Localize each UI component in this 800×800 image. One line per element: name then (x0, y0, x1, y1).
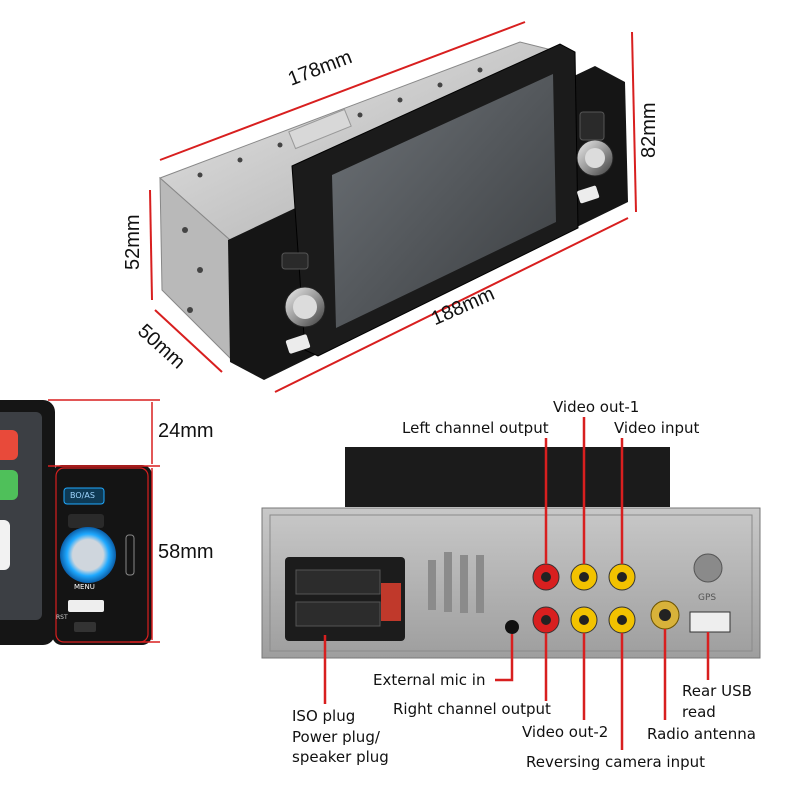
illuminated-knob (60, 527, 116, 583)
dimension-lines (149, 21, 637, 393)
right-usb-port (577, 185, 600, 204)
front-panel-closeup (0, 399, 160, 645)
label-video-input: Video input (614, 419, 700, 437)
app-icon-red (0, 430, 18, 460)
label-iso-plug: ISO plug (292, 707, 356, 725)
left-usb-port (285, 334, 311, 354)
label-reversing-camera-input: Reversing camera input (526, 753, 706, 771)
gps-label: GPS (698, 593, 717, 603)
label-right-channel-output: Right channel output (393, 700, 551, 718)
radio-3d-view (149, 21, 637, 393)
label-power-plug: Power plug/ (292, 728, 380, 746)
label-rear-usb-1: Rear USB (682, 682, 752, 700)
track-buttons (68, 514, 104, 528)
dimension-24mm: 24mm (158, 420, 214, 442)
label-radio-antenna: Radio antenna (647, 725, 756, 743)
screen-display (332, 74, 556, 328)
dimension-58mm: 58mm (158, 541, 214, 563)
iso-red-tab (381, 583, 401, 621)
bt-button (63, 487, 105, 505)
label-external-mic-in: External mic in (373, 671, 486, 689)
card-slot (74, 622, 96, 632)
label-left-channel-output: Left channel output (402, 419, 549, 437)
closeup-dimension-lines (48, 399, 160, 643)
label-video-out-2: Video out-2 (522, 723, 609, 741)
dimension-82mm: 82mm (638, 102, 660, 158)
menu-label: MENU (74, 583, 95, 591)
right-button-panel (579, 111, 605, 141)
left-button-panel (281, 252, 309, 270)
side-slot (125, 534, 135, 576)
label-rear-usb-2: read (682, 703, 716, 721)
chassis-vent (288, 108, 352, 150)
bt-label: BO/AS (70, 491, 95, 500)
rca-jacks (532, 563, 636, 634)
rear-screen-back (345, 447, 670, 507)
callout-lines (323, 417, 710, 750)
rear-vents (428, 552, 484, 613)
label-video-out-1: Video out-1 (553, 398, 640, 416)
front-usb-port (68, 600, 104, 612)
gps-port (693, 553, 723, 583)
app-icon-white (0, 520, 10, 570)
rear-panel-view (261, 417, 761, 750)
mic-jack (505, 620, 519, 634)
rst-label: RST (56, 614, 68, 621)
rear-usb-port (689, 611, 731, 633)
dimension-52mm: 52mm (122, 214, 144, 270)
app-icon-green (0, 470, 18, 500)
label-speaker-plug: speaker plug (292, 748, 389, 766)
